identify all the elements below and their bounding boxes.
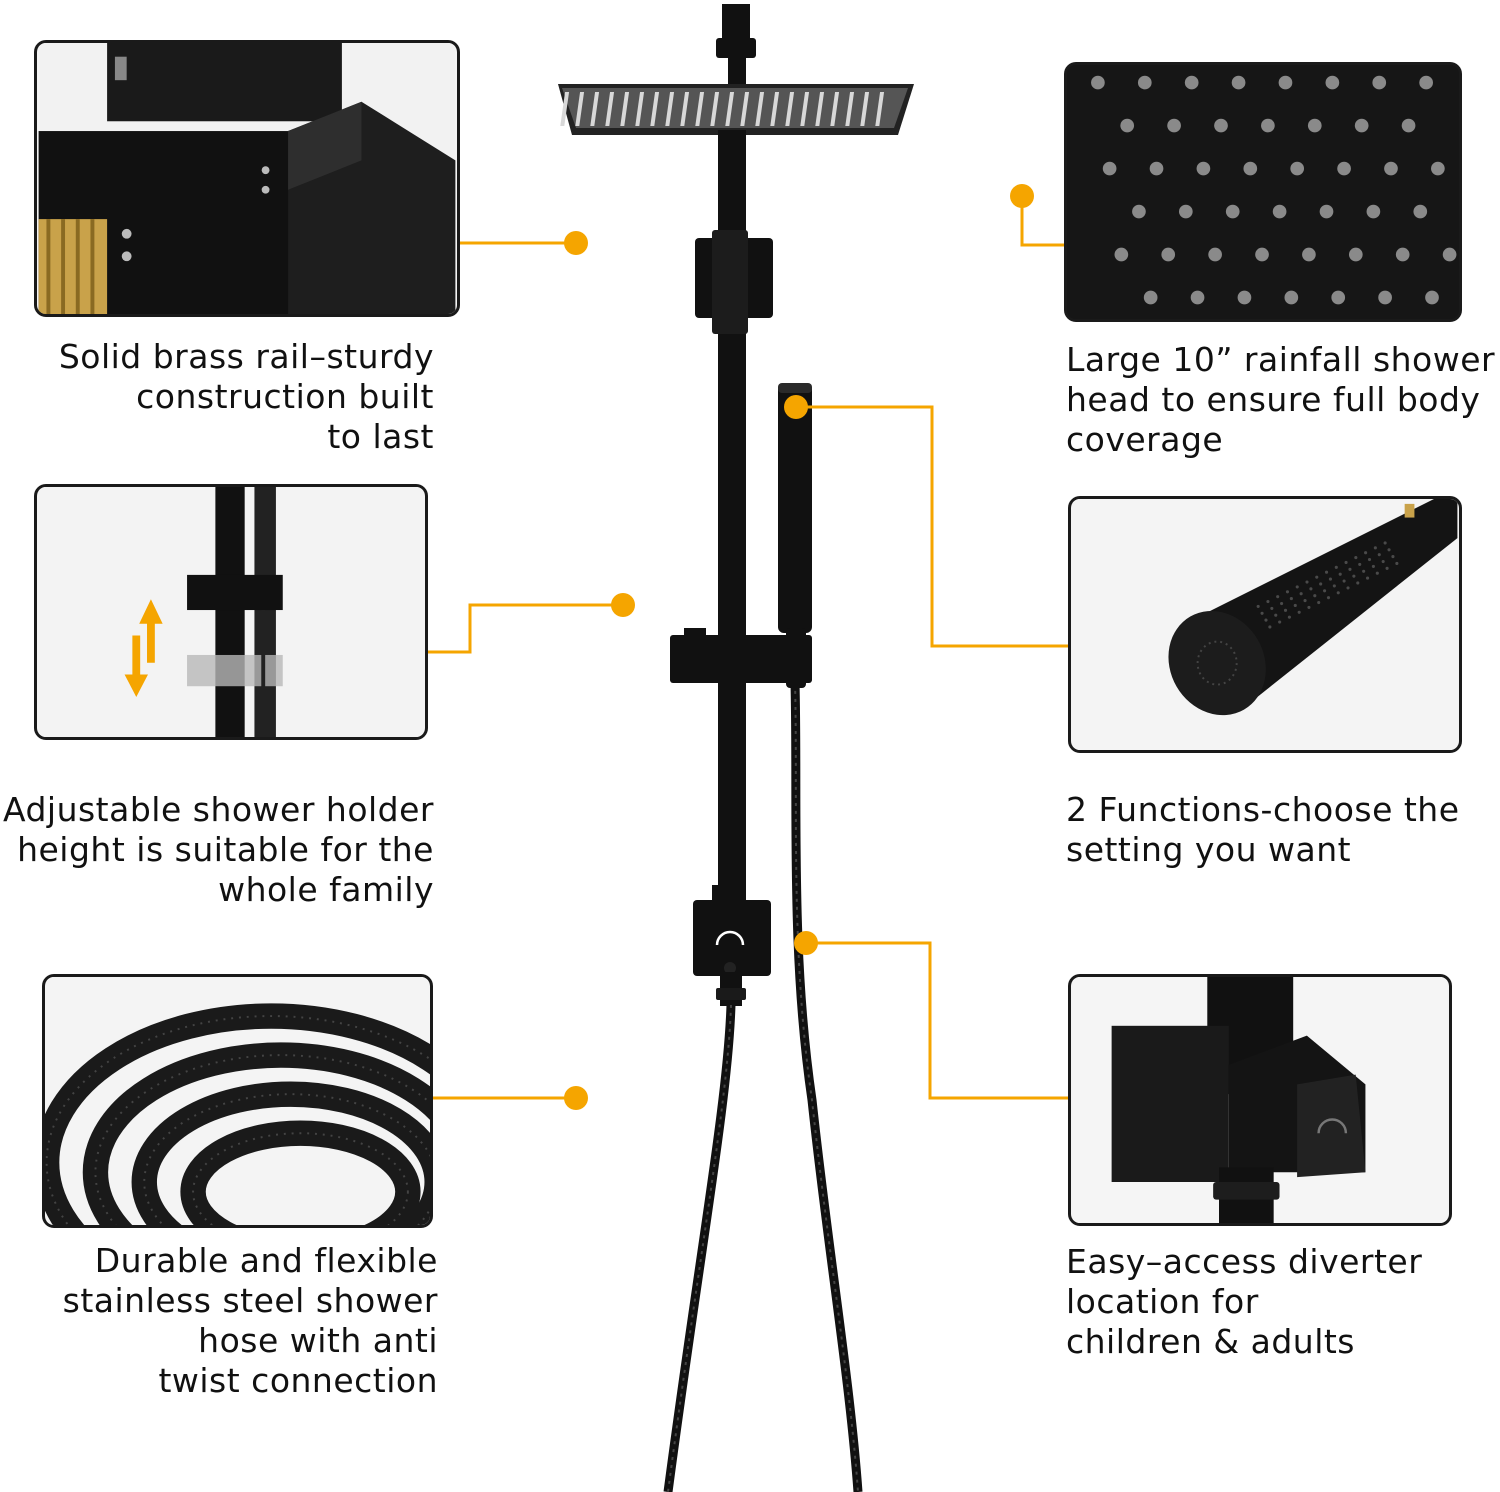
callout-dot: [564, 1086, 588, 1110]
connector-line: [1020, 196, 1064, 247]
sliding-holder-picture: [38, 487, 424, 737]
caption-line: Solid brass rail–sturdy: [58, 337, 434, 376]
connector-line: [806, 941, 1068, 1100]
hose-image: [42, 974, 433, 1228]
caption-line: twist connection: [158, 1361, 438, 1400]
caption-line: to last: [327, 417, 434, 456]
caption-line: head to ensure full body: [1066, 380, 1481, 419]
caption-line: whole family: [218, 870, 434, 909]
connector-line: [796, 405, 1068, 648]
caption-line: setting you want: [1066, 830, 1352, 869]
brass-elbow-picture: [38, 43, 456, 314]
callout-dot: [794, 931, 818, 955]
caption-line: stainless steel shower: [62, 1281, 438, 1320]
diverter-valve-picture: [1072, 977, 1448, 1223]
coiled-hose-picture: [45, 977, 430, 1225]
caption-line: hose with anti: [198, 1321, 438, 1360]
handheld-caption: 2 Functions-choose the setting you want: [1066, 790, 1460, 870]
caption-line: Easy–access diverter: [1066, 1242, 1423, 1281]
caption-line: construction built: [136, 377, 434, 416]
rain-head-caption: Large 10” rainfall shower head to ensure…: [1066, 340, 1495, 460]
rain-head-nozzles-picture: [1068, 65, 1458, 319]
caption-line: 2 Functions-choose the: [1066, 790, 1460, 829]
diverter-image: [1068, 974, 1452, 1226]
callout-dot: [611, 593, 635, 617]
handheld-image: [1068, 496, 1462, 753]
caption-line: height is suitable for the: [17, 830, 434, 869]
callout-dot: [1010, 184, 1034, 208]
brass-rail-caption: Solid brass rail–sturdy construction bui…: [59, 337, 434, 457]
callout-dot: [564, 231, 588, 255]
diverter-caption: Easy–access diverter location for childr…: [1066, 1242, 1422, 1362]
handheld-sprayer-picture: [1072, 499, 1458, 750]
hose-caption: Durable and flexible stainless steel sho…: [63, 1241, 438, 1401]
caption-line: Durable and flexible: [94, 1241, 438, 1280]
connector-line: [428, 603, 623, 654]
rain-head-image: [1064, 62, 1462, 322]
caption-line: Adjustable shower holder: [2, 790, 434, 829]
caption-line: coverage: [1066, 420, 1224, 459]
caption-line: children & adults: [1066, 1322, 1355, 1361]
caption-line: Large 10” rainfall shower: [1066, 340, 1496, 379]
holder-image: [34, 484, 428, 740]
caption-line: location for: [1066, 1282, 1259, 1321]
brass-rail-image: [34, 40, 460, 317]
callout-dot: [784, 395, 808, 419]
holder-caption: Adjustable shower holder height is suita…: [3, 790, 434, 910]
